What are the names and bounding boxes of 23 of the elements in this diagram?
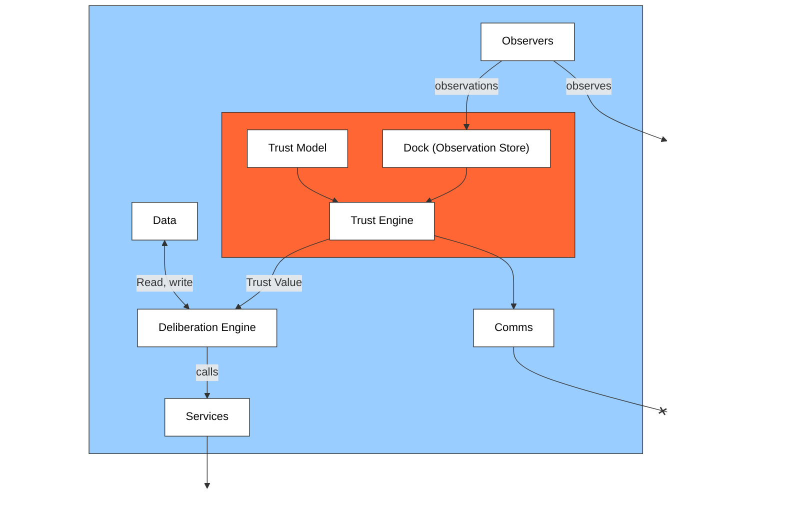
node-box: Comms	[473, 308, 554, 348]
node-box: Services	[164, 398, 250, 436]
arrow	[204, 346, 210, 399]
node-box: Data	[132, 202, 198, 240]
edge-label: calls	[196, 366, 218, 378]
edge-label: observes	[566, 80, 612, 92]
arrow	[553, 60, 668, 142]
arrow	[204, 436, 210, 489]
edge-label: observations	[434, 80, 498, 92]
node-box: Dock (Observation Store)	[382, 129, 551, 168]
edge-label: Trust Value	[246, 277, 302, 289]
cluster	[88, 5, 644, 454]
node-box: Trust Engine	[329, 202, 435, 240]
arrow	[434, 235, 517, 310]
edge-label: Read, write	[136, 277, 193, 289]
node-box: Deliberation Engine	[137, 308, 278, 348]
node-box: Trust Model	[246, 129, 348, 168]
arrow	[297, 167, 338, 203]
cluster	[221, 112, 576, 258]
arrow	[426, 167, 467, 204]
connector	[513, 346, 668, 416]
node-box: Observers	[480, 22, 575, 62]
arrow	[235, 238, 330, 310]
